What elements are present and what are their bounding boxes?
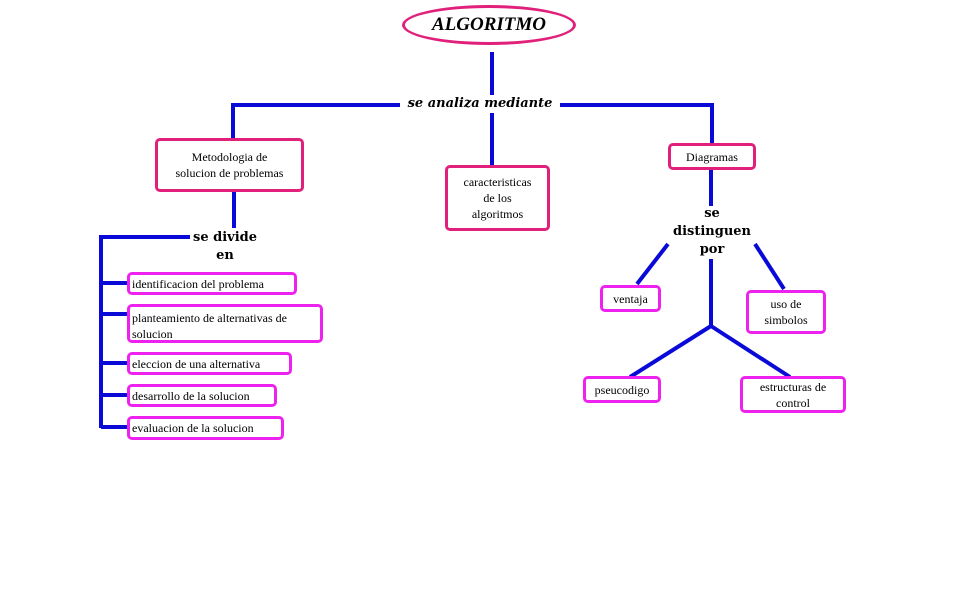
step-1-label: identificacion del problema bbox=[132, 276, 264, 291]
node-caracteristicas-line-1: caracteristicas bbox=[463, 175, 532, 189]
node-diagramas: Diagramas bbox=[668, 143, 756, 170]
connector-distinguen-line-2: distinguen bbox=[672, 224, 751, 239]
estructuras-line bbox=[709, 324, 792, 379]
step-2-line-2: solucion bbox=[132, 327, 173, 341]
connector-distinguen-line-3: por bbox=[699, 242, 725, 257]
step-4: desarrollo de la solucion bbox=[127, 384, 277, 407]
connector-divide-line-1: se divide bbox=[193, 230, 257, 245]
node-simbolos-line-2: simbolos bbox=[764, 313, 808, 327]
step-4-label: desarrollo de la solucion bbox=[132, 388, 250, 403]
node-estructuras-line-2: control bbox=[776, 395, 810, 410]
title-oval: ALGORITMO bbox=[402, 5, 576, 45]
connector-distinguen-line-1: se bbox=[704, 206, 720, 221]
node-simbolos-line-1: uso de bbox=[770, 297, 802, 311]
node-pseudocodigo-label: pseucodigo bbox=[594, 382, 650, 397]
node-estructuras-line-1: estructuras de bbox=[759, 379, 827, 394]
node-pseudocodigo: pseucodigo bbox=[583, 376, 661, 403]
connector-divide-line-2: en bbox=[216, 248, 234, 263]
simbolos-line bbox=[753, 242, 786, 291]
pseudocodigo-line bbox=[628, 324, 713, 379]
step-2-line-1: planteamiento de alternativas de bbox=[132, 311, 287, 325]
node-metodologia-line-1: Metodologia de bbox=[191, 150, 268, 164]
node-metodologia: Metodologia de solucion de problemas bbox=[155, 138, 304, 192]
node-estructuras: estructuras de control bbox=[740, 376, 846, 413]
node-metodologia-line-2: solucion de problemas bbox=[175, 166, 284, 180]
connector-se-distinguen-por: se distinguen por bbox=[666, 205, 758, 259]
node-caracteristicas-line-2: de los bbox=[483, 191, 512, 205]
node-ventaja-label: ventaja bbox=[613, 291, 648, 306]
step-5-label: evaluacion de la solucion bbox=[132, 421, 254, 435]
step-3: eleccion de una alternativa bbox=[127, 352, 292, 375]
ventaja-line bbox=[635, 242, 670, 286]
connector-se-divide-en: se divide en bbox=[180, 229, 270, 265]
node-ventaja: ventaja bbox=[600, 285, 661, 312]
connector-se-analiza-mediante: se analiza mediante bbox=[400, 95, 560, 113]
node-caracteristicas: caracteristicas de los algoritmos bbox=[445, 165, 550, 231]
node-caracteristicas-line-3: algoritmos bbox=[471, 207, 524, 221]
node-simbolos: uso de simbolos bbox=[746, 290, 826, 334]
node-diagramas-label: Diagramas bbox=[686, 149, 738, 164]
step-5: evaluacion de la solucion bbox=[127, 416, 284, 440]
title-text: ALGORITMO bbox=[431, 14, 546, 35]
step-2: planteamiento de alternativas de solucio… bbox=[127, 304, 323, 343]
step-1: identificacion del problema bbox=[127, 272, 297, 295]
step-3-label: eleccion de una alternativa bbox=[132, 356, 261, 371]
